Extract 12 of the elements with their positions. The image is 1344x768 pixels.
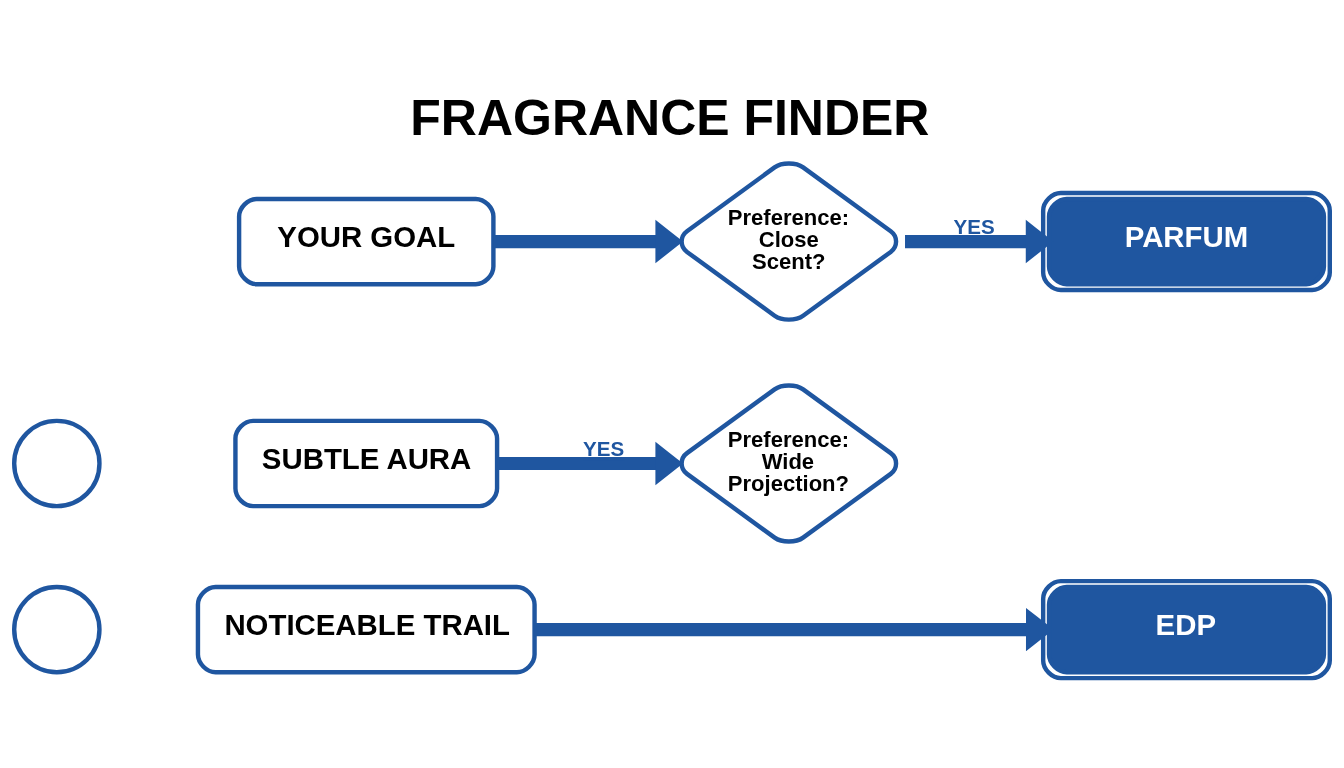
- arrow: [493, 219, 683, 263]
- diagram-title: FRAGRANCE FINDER: [410, 89, 930, 146]
- node-box: YOUR GOAL: [236, 196, 496, 286]
- node-circle: [12, 584, 102, 674]
- node-box: PARFUM: [1040, 190, 1332, 292]
- node-box: NOTICEABLE TRAIL: [195, 584, 537, 674]
- edge-label: YES: [953, 214, 995, 238]
- node-box: SUBTLE AURA: [233, 418, 500, 508]
- node-box: EDP: [1040, 578, 1332, 680]
- node-circle: [12, 418, 102, 508]
- arrow: [497, 441, 683, 485]
- edge-label: YES: [583, 436, 625, 460]
